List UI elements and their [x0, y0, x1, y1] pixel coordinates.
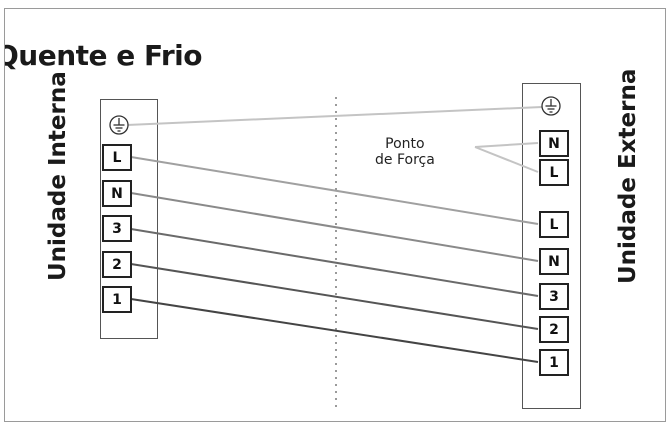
- wire-3: [130, 228, 539, 297]
- power-point-line1: Ponto: [385, 136, 425, 152]
- outdoor-terminal-1: 1: [539, 349, 569, 376]
- wire-1: [130, 298, 539, 363]
- wire-n: [130, 192, 539, 262]
- outdoor-terminal-n: N: [539, 248, 569, 275]
- outdoor-terminal-2: 2: [539, 316, 569, 343]
- outdoor-terminal-3: 3: [539, 283, 569, 310]
- indoor-terminal-n: N: [102, 180, 132, 207]
- power-wire-n: [474, 142, 539, 148]
- wiring-diagram: Quente e Frio Unidade Interna Unidade Ex…: [4, 8, 666, 422]
- wire-2: [130, 263, 539, 330]
- power-wire-l: [474, 146, 539, 173]
- indoor-terminal-2: 2: [102, 251, 132, 278]
- power-point-label: Ponto de Força: [375, 136, 435, 168]
- outdoor-terminal-l: L: [539, 211, 569, 238]
- indoor-terminal-l: L: [102, 144, 132, 171]
- indoor-terminal-1: 1: [102, 286, 132, 313]
- power-point-line2: de Força: [375, 152, 435, 168]
- outdoor-power-terminal-l: L: [539, 159, 569, 186]
- wire-l: [130, 156, 539, 225]
- ground-wire: [125, 106, 543, 126]
- wiring-lines: [125, 97, 543, 407]
- ground-icon: [541, 96, 561, 116]
- indoor-terminal-3: 3: [102, 215, 132, 242]
- outdoor-power-terminal-n: N: [539, 130, 569, 157]
- diagram-title: Quente e Frio: [4, 39, 203, 72]
- ground-icon: [109, 115, 129, 135]
